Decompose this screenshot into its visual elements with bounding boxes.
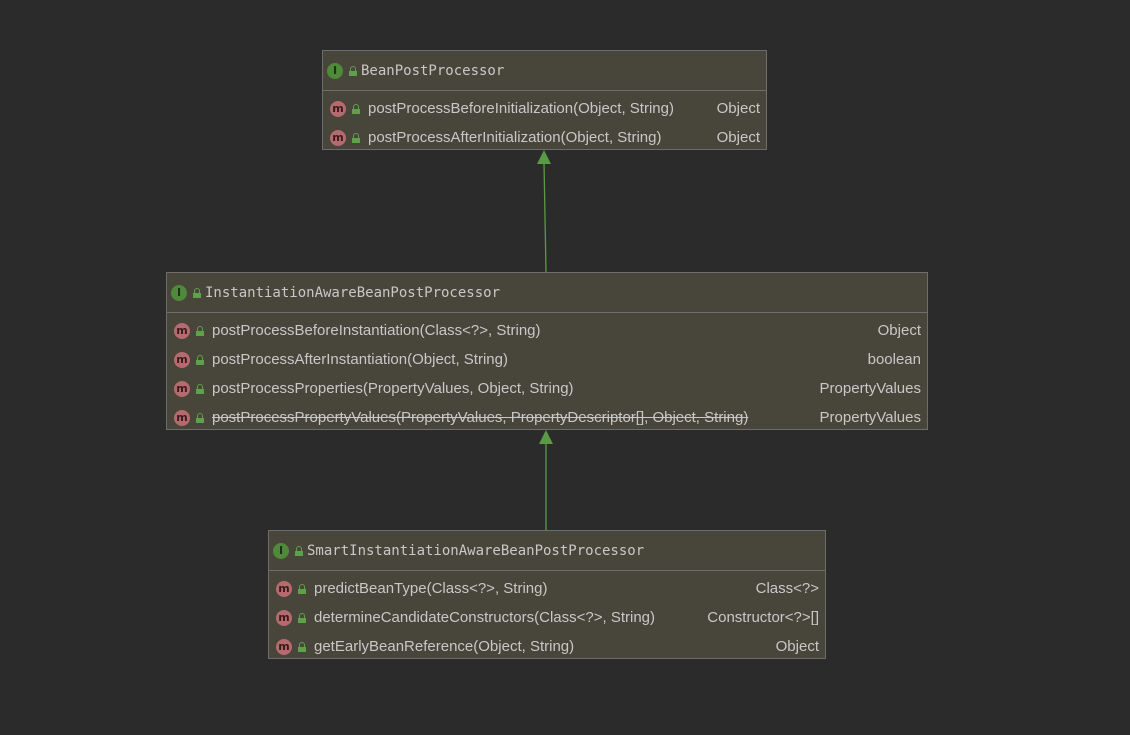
public-lock-icon xyxy=(352,132,360,143)
method-icon: m xyxy=(174,351,190,368)
method-row[interactable]: m postProcessBeforeInstantiation(Class<?… xyxy=(167,316,927,345)
method-signature: postProcessBeforeInitialization(Object, … xyxy=(368,100,674,117)
method-return-type: Class<?> xyxy=(755,580,819,597)
method-icon: m xyxy=(330,129,346,146)
method-return-type: Object xyxy=(716,129,760,146)
public-lock-icon xyxy=(196,354,204,365)
method-row[interactable]: m predictBeanType(Class<?>, String) Clas… xyxy=(269,574,825,603)
method-row[interactable]: m postProcessProperties(PropertyValues, … xyxy=(167,374,927,403)
method-row[interactable]: m determineCandidateConstructors(Class<?… xyxy=(269,603,825,632)
method-return-type: Object xyxy=(716,100,760,117)
class-node-smart-instantiation-aware-bean-post-processor[interactable]: I SmartInstantiationAwareBeanPostProcess… xyxy=(268,530,826,659)
public-lock-icon xyxy=(196,412,204,423)
public-lock-icon xyxy=(352,103,360,114)
method-signature: postProcessPropertyValues(PropertyValues… xyxy=(212,409,749,426)
method-return-type: PropertyValues xyxy=(819,380,921,397)
public-lock-icon xyxy=(295,545,303,556)
method-signature: postProcessProperties(PropertyValues, Ob… xyxy=(212,380,574,397)
method-row[interactable]: m getEarlyBeanReference(Object, String) … xyxy=(269,632,825,661)
method-row-deprecated[interactable]: m postProcessPropertyValues(PropertyValu… xyxy=(167,403,927,432)
method-row[interactable]: m postProcessBeforeInitialization(Object… xyxy=(323,94,766,123)
method-return-type: Object xyxy=(877,322,921,339)
method-signature: determineCandidateConstructors(Class<?>,… xyxy=(314,609,655,626)
class-node-bean-post-processor[interactable]: I BeanPostProcessor m postProcessBeforeI… xyxy=(322,50,767,150)
node-title: SmartInstantiationAwareBeanPostProcessor xyxy=(307,542,645,559)
method-icon: m xyxy=(174,322,190,339)
interface-icon: I xyxy=(171,284,187,301)
node-header[interactable]: I SmartInstantiationAwareBeanPostProcess… xyxy=(269,531,825,571)
interface-icon: I xyxy=(273,542,289,559)
method-signature: postProcessAfterInstantiation(Object, St… xyxy=(212,351,508,368)
public-lock-icon xyxy=(349,65,357,76)
public-lock-icon xyxy=(196,383,204,394)
method-signature: postProcessBeforeInstantiation(Class<?>,… xyxy=(212,322,541,339)
node-header[interactable]: I BeanPostProcessor xyxy=(323,51,766,91)
public-lock-icon xyxy=(298,583,306,594)
method-signature: getEarlyBeanReference(Object, String) xyxy=(314,638,575,655)
method-return-type: Constructor<?>[] xyxy=(707,609,819,626)
extends-arrowhead-icon xyxy=(537,150,551,164)
method-row[interactable]: m postProcessAfterInstantiation(Object, … xyxy=(167,345,927,374)
method-signature: postProcessAfterInitialization(Object, S… xyxy=(368,129,662,146)
method-icon: m xyxy=(174,380,190,397)
method-return-type: boolean xyxy=(867,351,921,368)
public-lock-icon xyxy=(298,612,306,623)
method-return-type: PropertyValues xyxy=(819,409,921,426)
class-node-instantiation-aware-bean-post-processor[interactable]: I InstantiationAwareBeanPostProcessor m … xyxy=(166,272,928,430)
public-lock-icon xyxy=(193,287,201,298)
method-icon: m xyxy=(330,100,346,117)
node-header[interactable]: I InstantiationAwareBeanPostProcessor xyxy=(167,273,927,313)
public-lock-icon xyxy=(196,325,204,336)
node-title: InstantiationAwareBeanPostProcessor xyxy=(205,284,501,301)
edge-siabpp-to-iabpp[interactable] xyxy=(539,430,553,530)
method-icon: m xyxy=(174,409,190,426)
interface-icon: I xyxy=(327,62,343,79)
method-icon: m xyxy=(276,609,292,626)
method-icon: m xyxy=(276,638,292,655)
method-row[interactable]: m postProcessAfterInitialization(Object,… xyxy=(323,123,766,152)
method-icon: m xyxy=(276,580,292,597)
extends-arrowhead-icon xyxy=(539,430,553,444)
edge-iabpp-to-bpp[interactable] xyxy=(537,150,551,273)
public-lock-icon xyxy=(298,641,306,652)
node-title: BeanPostProcessor xyxy=(361,62,505,79)
method-return-type: Object xyxy=(775,638,819,655)
method-signature: predictBeanType(Class<?>, String) xyxy=(314,580,548,597)
